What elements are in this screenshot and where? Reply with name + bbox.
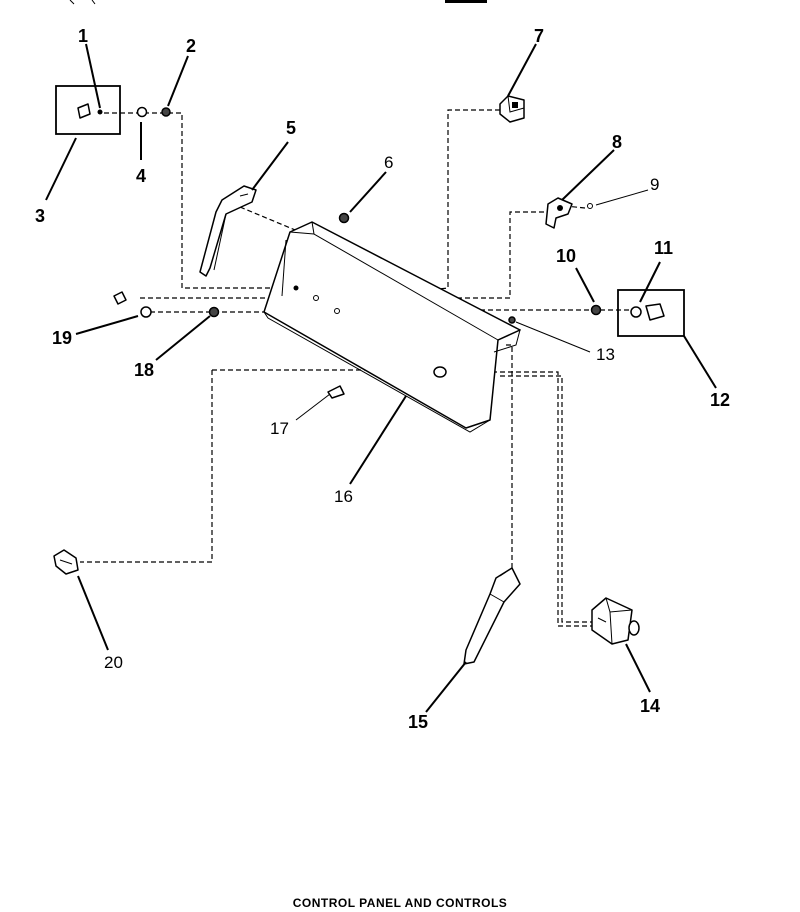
callout-7: 7: [534, 26, 544, 46]
callout-4: 4: [136, 166, 146, 186]
callout-18: 18: [134, 360, 154, 380]
part-18-washer: [208, 306, 220, 318]
part-6-screw: [338, 212, 350, 224]
callout-9: 9: [650, 175, 659, 194]
callout-10: 10: [556, 246, 576, 266]
part-2-nut: [161, 107, 171, 117]
callout-19: 19: [52, 328, 72, 348]
callout-3: 3: [35, 206, 45, 226]
part-9-screw: [587, 203, 593, 209]
callout-2: 2: [186, 36, 196, 56]
top-edge-artifacts: [69, 0, 487, 5]
part-8-lamp-socket: [545, 197, 573, 229]
part-4-washer: [136, 106, 148, 118]
leader-lines: [45, 43, 717, 713]
part-19-knob: [113, 291, 152, 318]
callout-16: 16: [334, 487, 353, 506]
assembly-dashed-lines: [80, 109, 630, 627]
callout-6: 6: [384, 153, 393, 172]
part-3-knob-box: [55, 85, 121, 135]
callout-17: 17: [270, 419, 289, 438]
part-17-screw: [327, 385, 345, 399]
part-10-nut: [590, 304, 602, 316]
callout-13: 13: [596, 345, 615, 364]
diagram-caption: CONTROL PANEL AND CONTROLS: [292, 896, 508, 910]
callout-labels: 1 2 3 4 5 6 7 8 9 10 11 12 13 14 15 16 1…: [35, 26, 730, 732]
callout-5: 5: [286, 118, 296, 138]
part-5-left-end-cap: [199, 185, 257, 277]
callout-1: 1: [78, 26, 88, 46]
callout-20: 20: [104, 653, 123, 672]
part-20-knob: [53, 549, 79, 575]
part-7-switch: [499, 95, 525, 123]
callout-15: 15: [408, 712, 428, 732]
callout-11: 11: [654, 238, 673, 258]
part-16-control-panel: [263, 221, 521, 433]
part-14-timer: [591, 597, 640, 645]
callout-8: 8: [612, 132, 622, 152]
part-13-screw: [508, 316, 516, 324]
callout-12: 12: [710, 390, 730, 410]
part-15-right-end-cap: [463, 567, 521, 665]
callout-14: 14: [640, 696, 660, 716]
part-12-control-box: [617, 289, 685, 337]
